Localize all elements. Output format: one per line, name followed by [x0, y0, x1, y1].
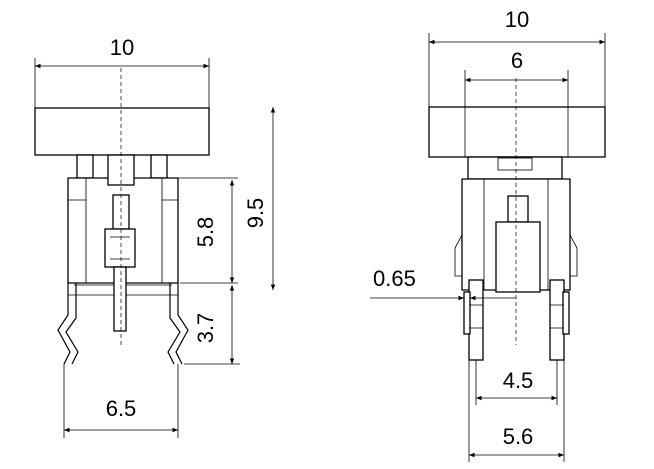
side-plunger-body — [495, 221, 541, 293]
front-lead-left — [57, 283, 71, 365]
front-post-left — [76, 154, 94, 179]
side-lead-right — [549, 279, 565, 361]
side-pitch-outer-label: 5.6 — [503, 424, 534, 449]
side-lead-thickness-label: 0.65 — [373, 266, 416, 291]
front-leads-label: 6.5 — [106, 396, 137, 421]
front-center-pin — [113, 266, 127, 332]
front-upper-label: 5.8 — [193, 217, 218, 248]
side-view: 10 6 0.65 4.5 5.6 — [370, 7, 606, 462]
front-spring-block — [104, 228, 136, 268]
side-cap-label: 6 — [511, 48, 523, 73]
front-post-right — [150, 154, 168, 179]
front-cap — [34, 107, 210, 156]
front-view: 10 9.5 5.8 3.7 6.5 — [34, 35, 276, 438]
side-cap — [428, 106, 606, 158]
side-housing-top — [467, 156, 563, 180]
side-lead-left — [468, 279, 484, 361]
side-width-label: 10 — [505, 7, 529, 32]
front-width-label: 10 — [110, 35, 134, 60]
front-lead-label: 3.7 — [193, 313, 218, 344]
side-pitch-inner-label: 4.5 — [503, 368, 534, 393]
side-plunger — [507, 195, 529, 223]
front-height-label: 9.5 — [243, 198, 268, 229]
front-lead-right — [175, 283, 189, 365]
